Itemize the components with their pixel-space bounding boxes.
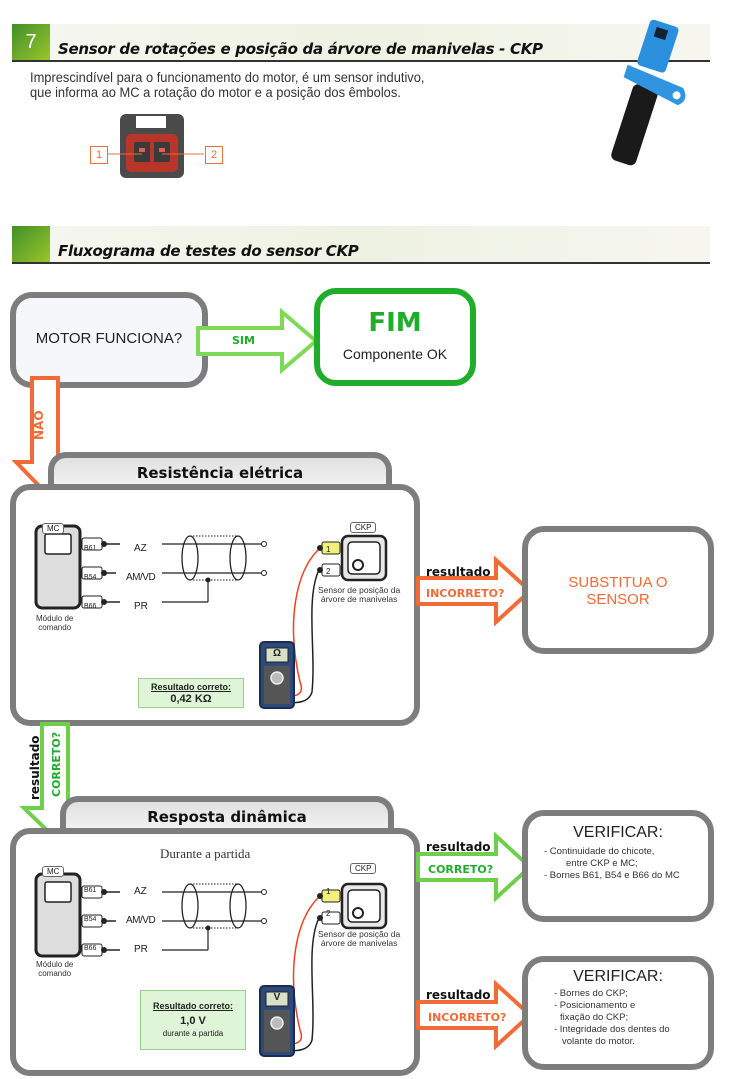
mc-caption: Módulo de comando — [36, 614, 74, 632]
verify-correct-list: - Continuidade do chicote, entre CKP e M… — [544, 846, 680, 881]
meter-symbol-volt: V — [273, 992, 281, 1003]
test2-title: Resposta dinâmica — [147, 808, 307, 826]
incorrect-arrow-1 — [416, 556, 533, 626]
test1-result-box: Resultado correto: 0,42 KΩ — [138, 678, 244, 708]
connector-pin-1-label: 1 — [90, 146, 108, 164]
section-header-ckp: 7 Sensor de rotações e posição da árvore… — [12, 24, 710, 62]
pin-b54-label-2: B54 — [84, 916, 97, 923]
replace-sensor-text: SUBSTITUA O SENSOR — [568, 574, 668, 608]
test1-result-title: Resultado correto: — [150, 682, 231, 692]
section-header-flowchart: Fluxograma de testes do sensor CKP — [12, 226, 710, 264]
test2-subtitle: Durante a partida — [160, 846, 251, 861]
test1-wiring-diagram — [34, 524, 388, 709]
yes-label: SIM — [232, 334, 255, 347]
ckp-caption: Sensor de posição da árvore de manivelas — [318, 585, 401, 604]
pin-b54-label: B54 — [84, 574, 97, 581]
ckp-pin-2: 2 — [326, 567, 331, 576]
result-word-3: resultado — [426, 988, 491, 1002]
test2-result-value: 1,0 V — [180, 1015, 206, 1027]
mc-label-2: MC — [42, 866, 65, 877]
wire-pr-label-2: PR — [134, 944, 148, 955]
incorrect-arrow-2 — [416, 980, 533, 1050]
pin-b66-label: B66 — [84, 603, 97, 610]
intro-line-1: Imprescindível para o funcionamento do m… — [30, 69, 425, 85]
result-word-1: resultado — [426, 565, 491, 579]
ckp-caption-2: Sensor de posição da árvore de manivelas — [318, 929, 401, 948]
pin-b61-label-2: B61 — [84, 887, 97, 894]
pin-b66-label-2: B66 — [84, 945, 97, 952]
result-word-down: resultado — [28, 735, 42, 800]
wire-amvd-label-2: AM/VD — [126, 915, 156, 926]
correct-label-right: CORRETO? — [428, 863, 494, 876]
connector-pin-2-label: 2 — [205, 146, 223, 164]
section-tab — [12, 226, 50, 262]
test1-result-value: 0,42 KΩ — [170, 693, 212, 705]
test1-title: Resistência elétrica — [136, 464, 304, 482]
test2-result-box: Resultado correto: 1,0 V durante a parti… — [140, 990, 246, 1050]
connector-image — [106, 114, 204, 178]
ckp-pin-2-2: 2 — [326, 909, 331, 918]
ckp-label: CKP — [350, 522, 377, 533]
intro-line-2: que informa ao MC a rotação do motor e a… — [30, 84, 401, 100]
meter-symbol-ohm: Ω — [272, 648, 282, 659]
verify-incorrect-box: VERIFICAR: - Bornes do CKP; - Posicionam… — [522, 956, 714, 1070]
wire-amvd-label: AM/VD — [126, 572, 156, 583]
no-label: NÃO — [32, 410, 46, 440]
mc-label: MC — [42, 523, 65, 534]
end-box: FIM Componente OK — [314, 288, 476, 386]
ckp-pin-1-2: 1 — [326, 887, 331, 896]
motor-works-box: MOTOR FUNCIONA? — [10, 292, 208, 388]
pin-b61-label: B61 — [84, 545, 97, 552]
ckp-label-2: CKP — [350, 863, 377, 874]
yes-arrow — [196, 308, 320, 374]
test1-tab: Resistência elétrica — [48, 452, 392, 488]
end-subtitle: Componente OK — [342, 346, 448, 362]
test2-tab: Resposta dinâmica — [60, 796, 394, 832]
verify-correct-box: VERIFICAR: - Continuidade do chicote, en… — [522, 810, 714, 922]
correct-label-down: CORRETO? — [50, 731, 63, 797]
replace-sensor-box: SUBSTITUA O SENSOR — [522, 526, 714, 654]
test2-wiring-diagram — [34, 872, 388, 1057]
ckp-pin-1: 1 — [326, 545, 331, 554]
motor-works-question: MOTOR FUNCIONA? — [35, 330, 183, 347]
test2-result-note: durante a partida — [162, 1029, 224, 1038]
correct-arrow-right — [416, 832, 533, 902]
result-word-2: resultado — [426, 840, 491, 854]
verify-incorrect-title: VERIFICAR: — [573, 968, 663, 985]
flowchart-title: Fluxograma de testes do sensor CKP — [58, 242, 359, 260]
intro-text: Imprescindível para o funcionamento do m… — [30, 70, 424, 100]
mc-caption-2: Módulo de comando — [36, 960, 74, 978]
section-title: Sensor de rotações e posição da árvore d… — [58, 40, 543, 58]
wire-pr-label: PR — [134, 601, 148, 612]
end-title: FIM — [368, 308, 422, 338]
section-number: 7 — [12, 24, 50, 60]
incorrect-label-2: INCORRETO? — [428, 1011, 507, 1024]
verify-correct-title: VERIFICAR: — [573, 824, 663, 841]
verify-incorrect-list: - Bornes do CKP; - Posicionamento e fixa… — [554, 988, 670, 1047]
wire-az-label: AZ — [134, 543, 147, 554]
incorrect-label-1: INCORRETO? — [426, 587, 505, 600]
ckp-sensor-image — [611, 19, 686, 166]
test2-result-title: Resultado correto: — [152, 1001, 233, 1011]
wire-az-label-2: AZ — [134, 886, 147, 897]
